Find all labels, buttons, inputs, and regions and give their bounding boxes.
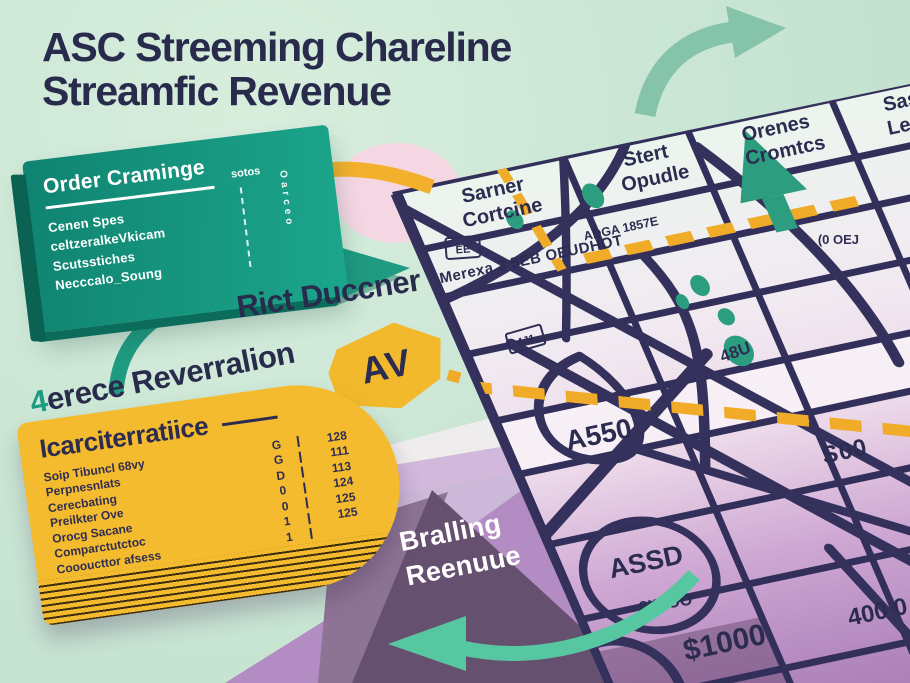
teal-card-side-note: sotos [230, 165, 261, 181]
window-doodle-icon: 4J1 [504, 323, 547, 355]
curved-arrow-top-head [726, 6, 786, 58]
page-title-line2: Streamfic Revenue [42, 67, 392, 114]
doodle-rot-label: (0 OEJ [818, 232, 859, 247]
map-teal-markers [505, 130, 807, 367]
sticker-doodle-icon: EE [444, 235, 482, 260]
row-separator [309, 526, 323, 540]
page-title: ASC Streeming Chareline Streamfic Revenu… [42, 24, 512, 114]
grid-edge-line [390, 192, 612, 683]
curved-arrow-left-icon [456, 570, 700, 661]
doodle-grid-label: 4J1 [516, 333, 537, 350]
dashed-roads [459, 160, 910, 438]
yellow-card-title-dash [221, 415, 278, 427]
map-up-arrow-icon [740, 130, 807, 204]
curved-arrow-left-head [388, 616, 466, 671]
row-mid: 1 [285, 529, 294, 545]
curved-arrow-top-icon [634, 21, 734, 118]
page-title-line1: ASC Streeming Chareline [42, 24, 512, 70]
assd-circle [578, 516, 721, 635]
doodle-ee-label: EE [455, 244, 470, 257]
av-badge-label: AV [356, 341, 415, 392]
row-value [322, 527, 360, 532]
